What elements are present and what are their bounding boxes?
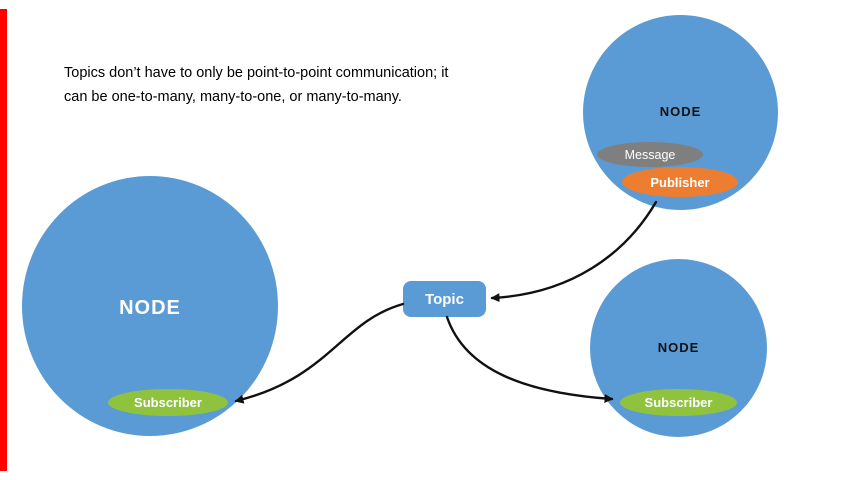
message-pill: Message — [597, 142, 703, 167]
subscriber-pill-right: Subscriber — [620, 389, 737, 416]
subscriber-pill-left-label: Subscriber — [134, 395, 202, 410]
publisher-pill-label: Publisher — [650, 174, 710, 190]
subscriber-pill-left: Subscriber — [108, 389, 228, 416]
red-accent-strip — [0, 9, 7, 471]
caption-line-2: can be one-to-many, many-to-one, or many… — [64, 89, 402, 105]
caption-line-1: Topics don’t have to only be point-to-po… — [64, 65, 449, 81]
topic-box: Topic — [403, 281, 486, 317]
publisher-pill: Publisher — [622, 167, 738, 197]
topic-label: Topic — [425, 290, 464, 308]
subscriber-pill-right-label: Subscriber — [644, 395, 713, 410]
message-pill-label: Message — [624, 147, 676, 162]
node-left-label: NODE — [119, 297, 181, 319]
node-top-right-label: NODE — [659, 104, 702, 119]
node-bottom-right-label: NODE — [657, 340, 700, 355]
arrow-topic-to-right-subscriber — [445, 315, 614, 403]
caption: Topics don’t have to only be point-to-po… — [64, 61, 448, 109]
